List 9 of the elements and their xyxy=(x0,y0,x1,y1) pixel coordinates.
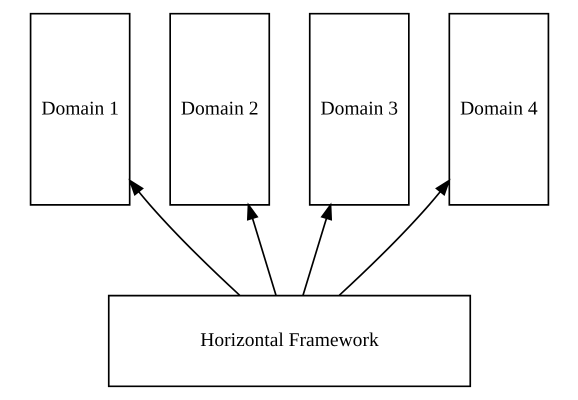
node-box: Domain 1 xyxy=(29,12,130,206)
node-box: Horizontal Framework xyxy=(107,294,471,388)
arrow xyxy=(128,178,240,296)
arrow xyxy=(302,202,332,296)
node-box: Domain 4 xyxy=(448,12,549,206)
node-box: Domain 3 xyxy=(308,12,410,206)
arrow xyxy=(338,178,450,296)
arrow xyxy=(246,202,276,296)
node-box: Domain 2 xyxy=(168,12,270,206)
